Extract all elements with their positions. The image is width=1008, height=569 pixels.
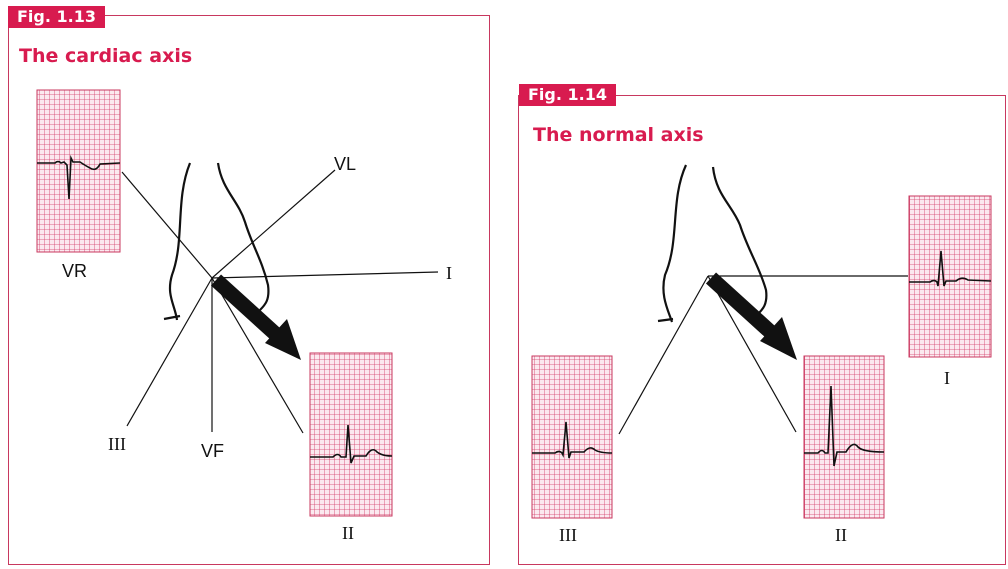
fig-1-13-lead-lines bbox=[121, 169, 439, 434]
heart-outline-icon-fig14 bbox=[657, 164, 768, 323]
label-iii-fig14: III bbox=[559, 525, 577, 545]
lead-line-vl bbox=[211, 169, 336, 279]
fig-1-13-tag: Fig. 1.13 bbox=[8, 6, 105, 28]
axis-arrow-icon-fig14 bbox=[705, 272, 797, 360]
heart-outline-icon bbox=[163, 162, 270, 321]
label-ii-fig14: II bbox=[835, 525, 847, 545]
fig-1-14-title: The normal axis bbox=[533, 124, 704, 146]
ecg-strip-ii-fig13 bbox=[309, 352, 393, 517]
fig-1-14-lead-lines bbox=[618, 275, 908, 435]
ecg-strip-i-fig14 bbox=[908, 195, 992, 358]
lead-line-ii bbox=[211, 277, 304, 434]
label-i-fig13: I bbox=[446, 263, 452, 283]
label-i-fig14: I bbox=[944, 368, 950, 388]
label-vl: VL bbox=[334, 154, 356, 174]
label-ii-fig13: II bbox=[342, 523, 354, 543]
lead-line-iii-fig14 bbox=[618, 275, 709, 435]
lead-line-i bbox=[211, 271, 439, 279]
lead-line-vr bbox=[121, 171, 213, 279]
ecg-strip-ii-fig14 bbox=[803, 355, 885, 519]
ecg-strip-iii-fig14 bbox=[531, 355, 613, 519]
label-vf: VF bbox=[201, 441, 224, 461]
ecg-strip-vr bbox=[36, 89, 121, 253]
axis-arrow-icon bbox=[210, 274, 301, 360]
label-iii-fig13: III bbox=[108, 434, 126, 454]
lead-line-ii-fig14 bbox=[707, 275, 797, 433]
lead-line-iii bbox=[126, 277, 213, 427]
label-vr: VR bbox=[62, 261, 87, 281]
fig-1-13-title: The cardiac axis bbox=[19, 45, 193, 67]
fig-1-14-tag: Fig. 1.14 bbox=[519, 84, 616, 106]
